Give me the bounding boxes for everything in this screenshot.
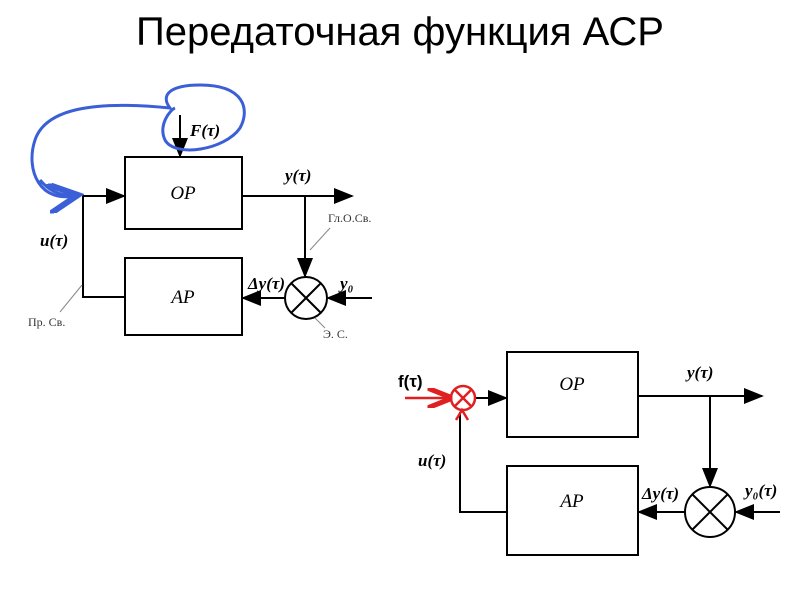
control-label-2: u(τ): [418, 451, 446, 470]
setpoint-label-2: y₀(τ): [743, 481, 777, 500]
output-label: y(τ): [283, 166, 311, 185]
error-label-2: Δy(τ): [641, 484, 679, 503]
control-label: u(τ): [40, 231, 68, 250]
direct-link-note: Пр. Св.: [28, 315, 65, 329]
ap-label-2: АР: [558, 491, 584, 512]
op-label-2: ОР: [559, 374, 585, 395]
setpoint-label: y₀: [338, 274, 354, 293]
error-label: Δy(τ): [247, 274, 285, 293]
disturbance-label-2: f(τ): [398, 372, 423, 391]
slide-title: Передаточная функция АСР: [136, 10, 664, 54]
comparator-note: Э. С.: [323, 327, 348, 341]
diagram-2: [405, 351, 780, 556]
disturbance-label: F(τ): [189, 121, 220, 140]
diagram-1: [30, 83, 372, 336]
main-feedback-note: Гл.О.Св.: [328, 211, 371, 225]
hand-drawn-loop: [30, 83, 246, 199]
output-label-2: y(τ): [685, 363, 713, 382]
ap-label: АР: [169, 287, 195, 308]
op-label: ОР: [170, 183, 196, 204]
